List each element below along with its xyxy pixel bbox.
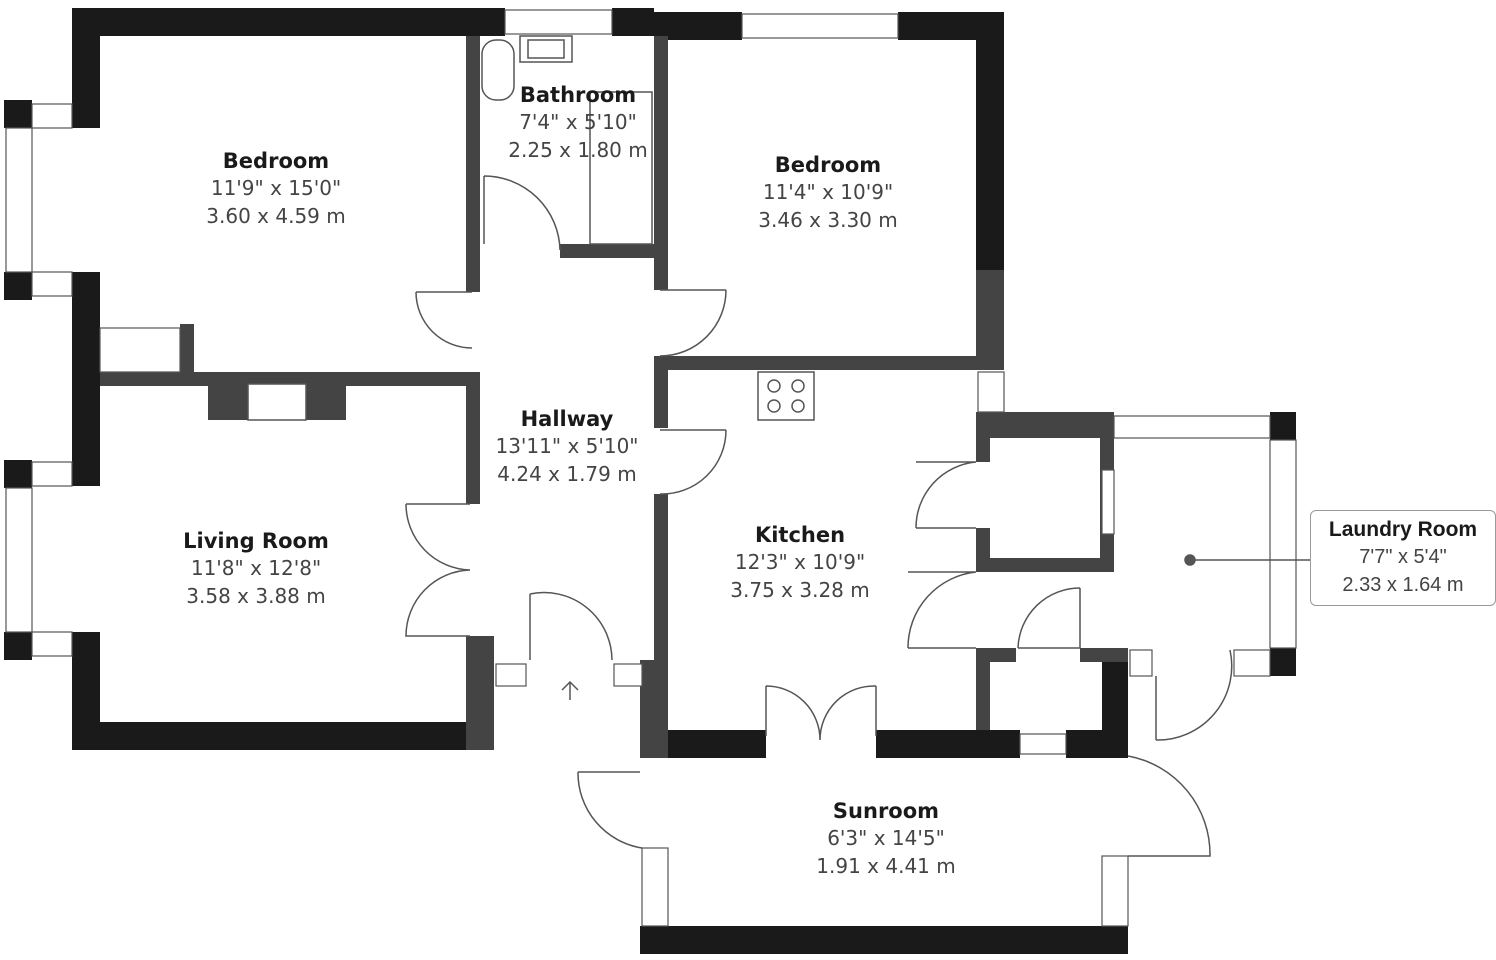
entry-arrow: [561, 680, 579, 700]
room-dimensions-imperial: 13'11" x 5'10": [495, 434, 639, 458]
fixtures: [247, 35, 815, 421]
room-dimensions-metric: 3.46 x 3.30 m: [758, 208, 898, 232]
room-dimensions-metric: 2.25 x 1.80 m: [508, 138, 648, 162]
room-label-bedroom-left: Bedroom 11'9" x 15'0" 3.60 x 4.59 m: [206, 148, 345, 230]
room-label-bedroom-right: Bedroom 11'4" x 10'9" 3.46 x 3.30 m: [758, 152, 897, 234]
room-dimensions-metric: 2.33 x 1.64 m: [1342, 574, 1464, 596]
exterior-walls: [4, 8, 1296, 954]
room-label-bathroom: Bathroom 7'4" x 5'10" 2.25 x 1.80 m: [508, 82, 647, 164]
room-label-living-room: Living Room 11'8" x 12'8" 3.58 x 3.88 m: [183, 528, 329, 610]
room-dimensions-metric: 3.60 x 4.59 m: [206, 204, 346, 228]
room-dimensions-metric: 3.58 x 3.88 m: [186, 584, 326, 608]
room-dimensions-imperial: 7'7" x 5'4": [1359, 546, 1447, 568]
room-dimensions-metric: 3.75 x 3.28 m: [730, 578, 870, 602]
room-name: Laundry Room: [1328, 518, 1478, 541]
room-name: Bedroom: [222, 149, 330, 173]
room-dimensions-imperial: 11'8" x 12'8": [190, 556, 322, 580]
room-name: Bedroom: [774, 153, 882, 177]
room-label-laundry-room: Laundry Room 7'7" x 5'4" 2.33 x 1.64 m: [1310, 510, 1496, 606]
room-dimensions-metric: 4.24 x 1.79 m: [497, 462, 637, 486]
room-label-sunroom: Sunroom 6'3" x 14'5" 1.91 x 4.41 m: [816, 798, 955, 880]
room-name: Bathroom: [519, 83, 637, 107]
room-name: Sunroom: [832, 799, 940, 823]
callout-leader: [1184, 554, 1310, 566]
room-dimensions-imperial: 6'3" x 14'5": [827, 826, 945, 850]
room-label-kitchen: Kitchen 12'3" x 10'9" 3.75 x 3.28 m: [730, 522, 869, 604]
windows: [5, 9, 1297, 927]
room-dimensions-imperial: 11'4" x 10'9": [762, 180, 894, 204]
door-swings: [405, 175, 1233, 857]
room-name: Hallway: [520, 407, 614, 431]
room-name: Kitchen: [754, 523, 846, 547]
room-name: Living Room: [183, 529, 329, 553]
room-label-hallway: Hallway 13'11" x 5'10" 4.24 x 1.79 m: [495, 406, 638, 488]
room-dimensions-imperial: 12'3" x 10'9": [734, 550, 866, 574]
room-dimensions-imperial: 11'9" x 15'0": [210, 176, 342, 200]
room-dimensions-imperial: 7'4" x 5'10": [519, 110, 637, 134]
room-dimensions-metric: 1.91 x 4.41 m: [816, 854, 956, 878]
